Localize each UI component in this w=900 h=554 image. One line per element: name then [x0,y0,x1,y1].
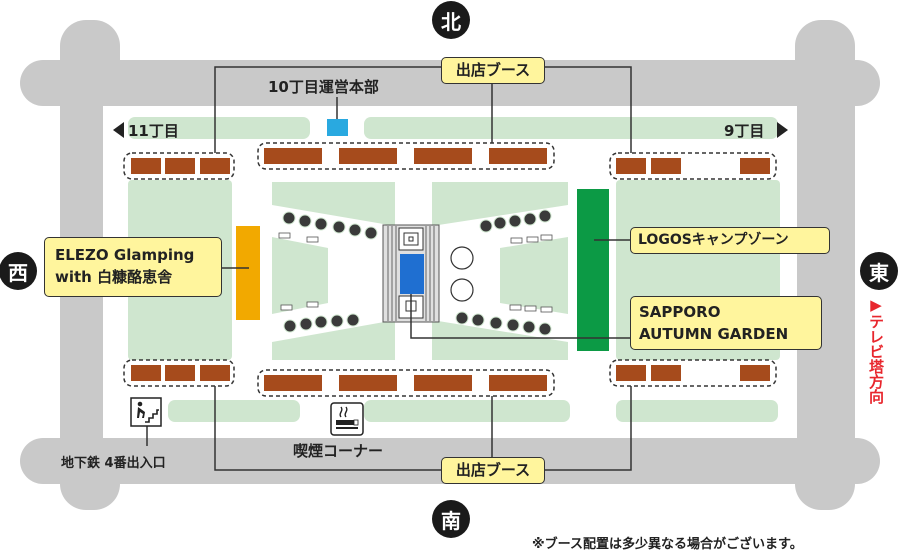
lawn-top-right [364,117,778,139]
booth [165,365,195,381]
logos-zone[interactable] [577,189,609,351]
lawn-center-e [500,237,568,314]
seating-clusters [278,209,553,336]
booth [616,158,646,174]
booth-group-se[interactable] [609,359,777,387]
subway-label: 地下鉄 4番出入口 [61,456,166,471]
booth [339,148,397,164]
north-label: 北 [441,9,461,34]
lawn-center-sw [272,320,395,360]
booth [651,365,681,381]
booth [616,365,646,381]
left-street-label: 11丁目 [128,122,179,140]
west-badge: 西 [0,252,37,290]
lawn-top-left [128,117,310,139]
booth [651,158,681,174]
sapporo-callout: SAPPORO AUTUMN GARDEN [630,296,822,350]
lawn-center-se [432,320,568,360]
south-badge: 南 [432,500,470,538]
smoking-label: 喫煙コーナー [293,442,384,460]
booth-group-sw[interactable] [123,359,235,387]
booth [740,365,770,381]
booth [740,158,770,174]
booths [131,148,770,391]
east-badge: 東 [860,252,898,290]
elezo-zone[interactable] [236,226,260,320]
booth-group-nw[interactable] [123,152,235,180]
booth-callout-bottom: 出店ブース [441,457,545,484]
booth [264,375,322,391]
booth [264,148,322,164]
west-label: 西 [8,260,28,285]
east-label: 東 [869,260,889,285]
booth [165,158,195,174]
stage-marker [400,254,424,294]
booth [414,148,472,164]
pond [450,246,474,270]
logos-callout: LOGOSキャンプゾーン [630,227,830,254]
north-badge: 北 [432,1,470,39]
sapporo-line1: SAPPORO [639,303,721,321]
booth [489,375,547,391]
callout-lines [146,66,632,471]
booth [200,365,230,381]
hq-marker [327,119,348,136]
booth [339,375,397,391]
sapporo-line2: AUTUMN GARDEN [639,325,789,343]
south-label: 南 [441,508,461,533]
booth [200,158,230,174]
lawns [128,117,780,422]
lawn-center-nw [272,182,395,226]
elezo-subtitle: with 白糠酪恵舎 [55,268,173,286]
hq-label: 10丁目運営本部 [268,78,379,96]
tv-tower-label: ▶テレビ塔方向 [867,296,885,404]
booth-callout-top: 出店ブース [441,57,545,84]
lawn-center-ne [432,182,568,226]
lawn-bottom-1 [168,400,300,422]
lawn-bottom-3 [616,400,778,422]
arrow-right-icon [777,122,788,138]
booth [131,158,161,174]
booth [131,365,161,381]
elezo-title: ELEZO Glamping [55,246,195,264]
lawn-bottom-2 [364,400,570,422]
booth-group-ne[interactable] [609,152,777,180]
lawn-center-w [272,237,328,314]
stairs-icon [130,397,162,427]
pond [450,278,474,302]
booth-outlines [123,142,777,397]
booth [489,148,547,164]
smoking-icon [330,402,364,436]
booth-group-n[interactable] [257,142,555,170]
elezo-callout: ELEZO Glamping with 白糠酪恵舎 [44,237,222,297]
layout-note: ※ブース配置は多少異なる場合がございます。 [532,537,803,552]
booth-group-s[interactable] [257,369,555,397]
booth [414,375,472,391]
arrow-left-icon [113,122,124,138]
right-street-label: 9丁目 [724,122,765,140]
road-east [795,20,855,510]
